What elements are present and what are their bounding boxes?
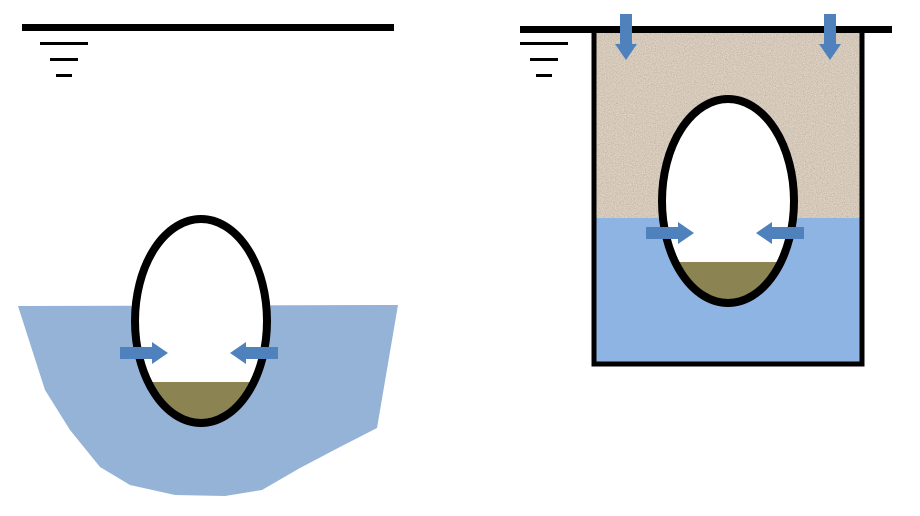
right-pipe [658, 95, 798, 307]
left-pipe-interior [135, 219, 267, 423]
right-ground-surface-line [520, 26, 892, 33]
left-arrow-inflow-right [120, 342, 168, 364]
left-ground-surface-line [22, 24, 394, 31]
right-arrow-inflow-left [756, 222, 804, 244]
right-pipe-wall [658, 95, 798, 307]
right-pipe-interior [662, 99, 794, 303]
right-arrow-inflow-right [646, 222, 694, 244]
left-arrow-inflow-left [230, 342, 278, 364]
right-arrow-load-down-left [615, 14, 637, 60]
left-water-table-symbol [40, 42, 88, 77]
right-arrow-load-down-right [819, 14, 841, 60]
right-panel [520, 14, 892, 367]
right-water-table-symbol [520, 42, 568, 77]
left-panel [18, 24, 398, 496]
right-trench-walls [591, 30, 865, 367]
left-pipe-wall [131, 215, 271, 427]
